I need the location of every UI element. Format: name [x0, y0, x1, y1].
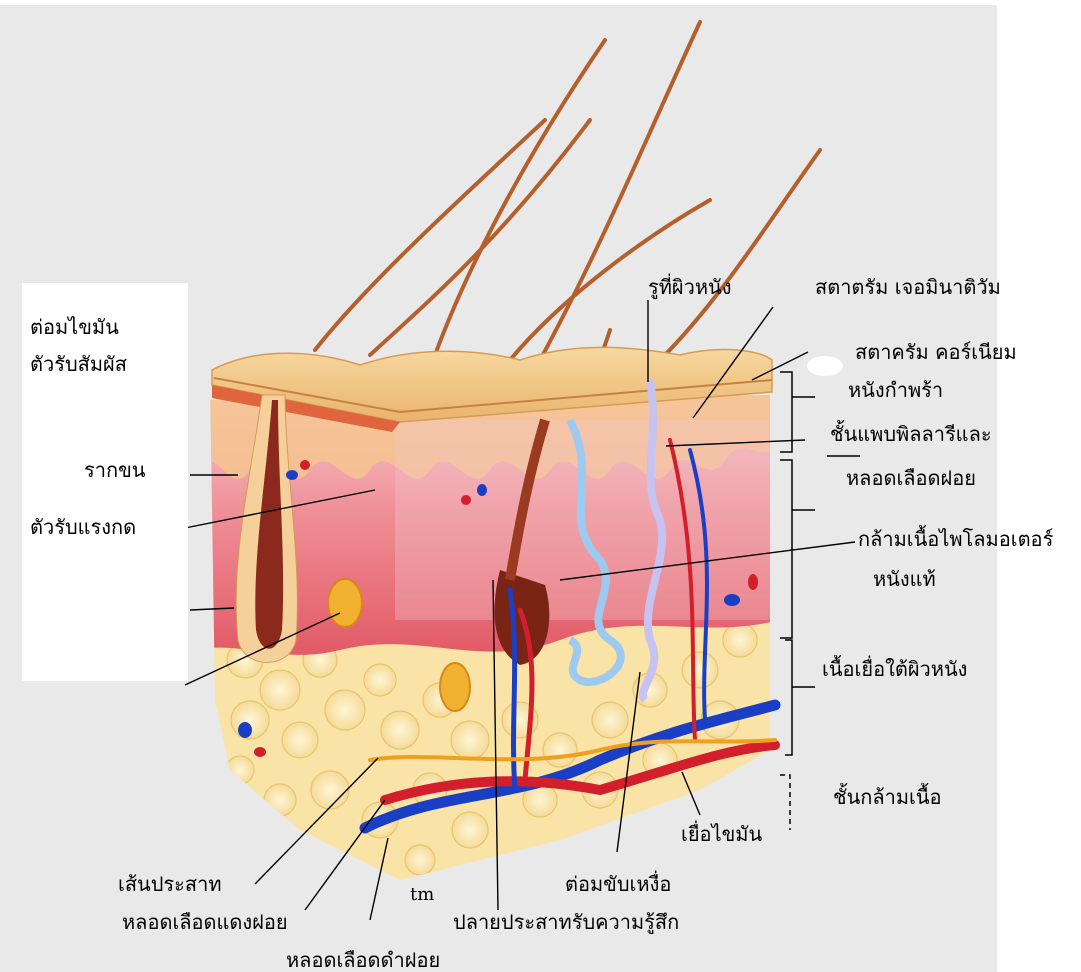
lamellar-corpuscle — [440, 663, 470, 711]
label-touch-receptor: ตัวรับสัมผัส — [30, 352, 127, 376]
label-pressure-receptor: ตัวรับแรงกด — [30, 515, 136, 539]
label-adipose: เยื่อไขมัน — [681, 822, 762, 846]
label-venule: หลอดเลือดดำฝอย — [286, 948, 440, 972]
label-sensory-nerve-ending: ปลายประสาทรับความรู้สึก — [453, 910, 679, 934]
label-nerve: เส้นประสาท — [118, 872, 222, 896]
artist-signature: tm — [410, 884, 434, 905]
label-arteriole: หลอดเลือดแดงฝอย — [122, 910, 288, 934]
marker-oval — [807, 356, 843, 376]
left-label-panel — [22, 283, 188, 681]
pressure-receptor-corpuscle — [328, 579, 362, 627]
label-sweat-gland: ต่อมขับเหงื่อ — [565, 872, 671, 896]
label-sebaceous-gland: ต่อมไขมัน — [30, 315, 119, 339]
label-hair-root: รากขน — [84, 458, 145, 482]
label-stratum-germinativum: สตาตรัม เจอมินาติวัม — [815, 275, 1001, 299]
label-dermis: หนังแท้ — [873, 567, 936, 591]
label-subcutaneous: เนื้อเยื่อใต้ผิวหนัง — [822, 657, 967, 681]
label-stratum-corneum: สตาครัม คอร์เนียม — [855, 340, 1017, 364]
label-muscle-layer: ชั้นกล้ามเนื้อ — [833, 785, 942, 809]
label-papillary-layer-line2: หลอดเลือดฝอย — [846, 466, 976, 490]
label-skin-pore: รูที่ผิวหนัง — [648, 275, 732, 299]
label-epidermis: หนังกำพร้า — [848, 378, 943, 402]
label-papillary-layer-line1: ชั้นแพบพิลลารีและ — [830, 422, 992, 446]
label-arrector-pili: กล้ามเนื้อไพโลมอเตอร์ — [858, 527, 1053, 551]
